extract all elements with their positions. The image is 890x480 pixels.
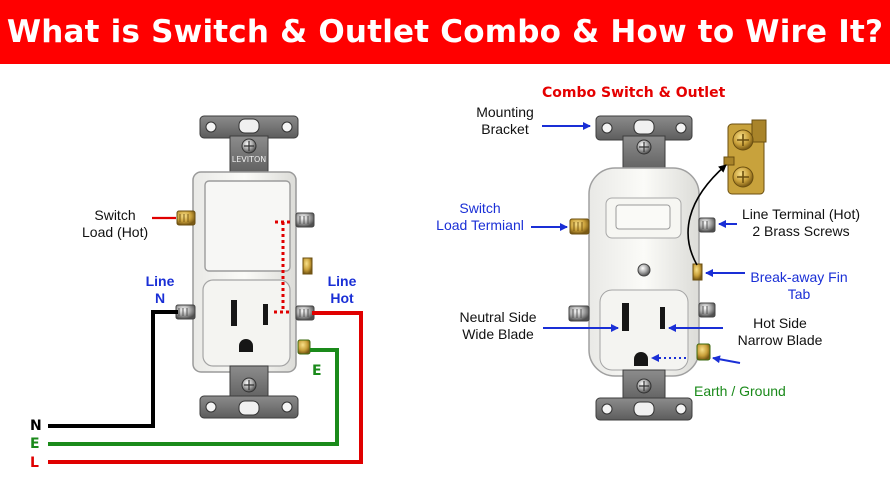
left-line-hot-label-line1: Line (327, 273, 357, 289)
line-terminal-label: Line Terminal (Hot) 2 Brass Screws (740, 206, 862, 240)
left-line-hot-label-line2: Hot (330, 290, 354, 306)
left-internal-hot-link (274, 220, 290, 314)
left-outlet-hot-slot (263, 304, 268, 325)
left-line-n-label-line1: Line (145, 273, 175, 289)
right-outlet-neutral-slot (622, 303, 629, 331)
right-line-screw-top (698, 217, 716, 233)
left-line-brass-screw-top (295, 212, 315, 228)
right-neutral-silver-screw (568, 305, 590, 322)
title-banner: What is Switch & Outlet Combo & How to W… (0, 0, 890, 64)
left-switch-load-label-line1: Switch (94, 207, 136, 223)
earth-ground-label: Earth / Ground (694, 383, 786, 399)
left-earth-label: E (312, 363, 322, 379)
wire-letter-e: E (30, 436, 40, 452)
right-outlet-hot-slot (660, 307, 665, 329)
left-line-n-label: Line N (140, 273, 180, 307)
left-wiring (48, 310, 363, 464)
right-switch-toggle (615, 204, 671, 230)
page-title: What is Switch & Outlet Combo & How to W… (6, 14, 884, 50)
left-switch-rocker (204, 180, 291, 272)
right-callout-arrows (531, 122, 745, 364)
switch-load-terminal-label: Switch Load Termianl (432, 200, 528, 234)
left-outlet-face (202, 279, 291, 367)
right-switch-load-brass-screw (569, 218, 590, 235)
left-switch-load-label-line2: Load (Hot) (82, 224, 149, 240)
right-line-screw-bottom (698, 302, 716, 318)
right-outlet-ground-hole (634, 352, 648, 366)
wiring-diagram: LEVITON (48, 115, 767, 464)
left-line-n-label-line2: N (154, 290, 166, 306)
right-ground-screw (696, 343, 711, 361)
neutral-side-label-line1: Neutral Side (459, 309, 537, 325)
right-diagram-title: Combo Switch & Outlet (542, 85, 726, 101)
left-breakaway-tab (302, 257, 313, 275)
right-top-mounting-bracket (595, 115, 693, 175)
left-plate-brand: LEVITON (232, 155, 267, 164)
left-ground-screw (297, 339, 311, 355)
right-breakaway-fin-tab (692, 263, 703, 281)
hot-wire (48, 311, 363, 464)
right-bottom-mounting-bracket (595, 369, 693, 421)
line-terminal-label-line2: 2 Brass Screws (752, 223, 850, 239)
mounting-bracket-label-line1: Mounting (476, 104, 534, 120)
brass-terminal-detail (723, 119, 767, 195)
right-combo-device (568, 115, 716, 421)
wire-letter-l: L (30, 455, 39, 471)
left-outlet-neutral-slot (231, 300, 237, 326)
wire-letter-n: N (30, 418, 42, 434)
neutral-side-label-line2: Wide Blade (462, 326, 534, 342)
mounting-bracket-label-line2: Bracket (481, 121, 529, 137)
left-switch-load-label: Switch Load (Hot) (82, 207, 148, 241)
line-terminal-label-line1: Line Terminal (Hot) (741, 206, 860, 222)
breakaway-fin-tab-label-line1: Break-away Fin (750, 269, 848, 285)
left-switch-load-brass-screw (176, 210, 196, 226)
left-top-mounting-bracket (199, 115, 299, 177)
left-line-hot-label: Line Hot (322, 273, 362, 307)
left-bottom-mounting-bracket (199, 365, 299, 419)
left-outlet-ground-hole (239, 339, 253, 352)
mounting-bracket-label: Mounting Bracket (470, 104, 540, 138)
earth-wire (48, 348, 339, 446)
neutral-side-label: Neutral Side Wide Blade (456, 309, 540, 343)
switch-load-terminal-label-line2: Load Termianl (436, 217, 524, 233)
hot-side-label-line1: Hot Side (753, 315, 807, 331)
left-combo-device (175, 115, 315, 419)
left-neutral-silver-screw (175, 304, 196, 320)
hot-side-label-line2: Narrow Blade (737, 332, 823, 348)
switch-load-terminal-label-line1: Switch (459, 200, 501, 216)
breakaway-fin-tab-label-line2: Tab (787, 286, 811, 302)
right-center-screw (637, 263, 651, 277)
ground-screw-arrow (712, 355, 741, 364)
breakaway-fin-tab-label: Break-away Fin Tab (750, 269, 848, 303)
detail-callout-arrow (687, 164, 727, 266)
hot-side-label: Hot Side Narrow Blade (734, 315, 826, 349)
neutral-wire (48, 310, 178, 428)
left-line-brass-screw-bottom (295, 305, 315, 321)
